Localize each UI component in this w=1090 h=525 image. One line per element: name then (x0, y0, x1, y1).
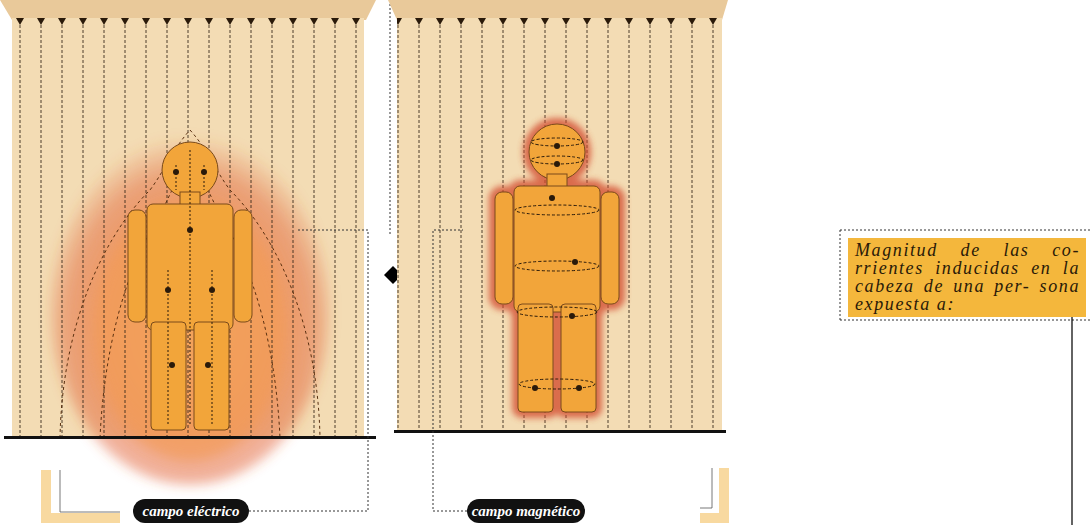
panel-background (12, 18, 364, 438)
current-loop (515, 261, 599, 271)
current-line (190, 150, 191, 425)
equipotential-lines (60, 130, 320, 438)
field-lines (12, 18, 364, 438)
current-dot (165, 287, 171, 293)
corner-bracket (700, 468, 712, 508)
equipotential-line (60, 130, 320, 438)
current-dot (532, 385, 538, 391)
person-figure (495, 124, 619, 412)
current-dot (209, 287, 215, 293)
caption-box: Magnitud de las co- rrientes inducidas e… (848, 238, 1086, 317)
leader-line (249, 230, 368, 511)
current-dot (549, 195, 555, 201)
current-loop (519, 379, 595, 389)
label-text: Magnitud de las co- rrientes inducidas e… (855, 241, 1080, 313)
ground-line (4, 436, 376, 439)
current-dot (187, 227, 193, 233)
current-line (212, 270, 213, 425)
current-dot (554, 161, 560, 167)
current-line (168, 270, 169, 425)
panel-background (397, 18, 722, 432)
induced-current-path (168, 150, 212, 425)
current-dots (532, 143, 582, 391)
label-text: campo eléctrico (133, 499, 249, 523)
top-plate (0, 0, 376, 20)
ground-line (394, 430, 726, 433)
current-loop (517, 307, 597, 317)
field-label-pill: campo magnético (467, 499, 585, 523)
field-halo (495, 124, 619, 412)
current-loop (515, 205, 599, 215)
current-dot (554, 143, 560, 149)
current-dot (169, 362, 175, 368)
caption-leader (1040, 298, 1072, 525)
current-dot (205, 362, 211, 368)
top-plate (388, 0, 728, 20)
leader-line (433, 230, 467, 511)
current-dot (201, 169, 207, 175)
current-dot (572, 259, 578, 265)
corner-bracket (46, 470, 120, 518)
current-dot (576, 385, 582, 391)
current-dot (569, 313, 575, 319)
caption-frame (840, 230, 1090, 320)
current-line (204, 165, 205, 190)
field-label-pill: campo eléctrico (133, 499, 249, 523)
corner-bracket (60, 470, 120, 512)
current-line (176, 165, 177, 190)
divider-line (390, 0, 391, 236)
induced-current-loops (515, 138, 599, 389)
corner-bracket (700, 468, 724, 518)
field-lines (397, 18, 722, 432)
current-dots (165, 169, 215, 368)
person-figure (128, 142, 252, 430)
label-text: campo magnético (467, 499, 585, 523)
current-dot (173, 169, 179, 175)
